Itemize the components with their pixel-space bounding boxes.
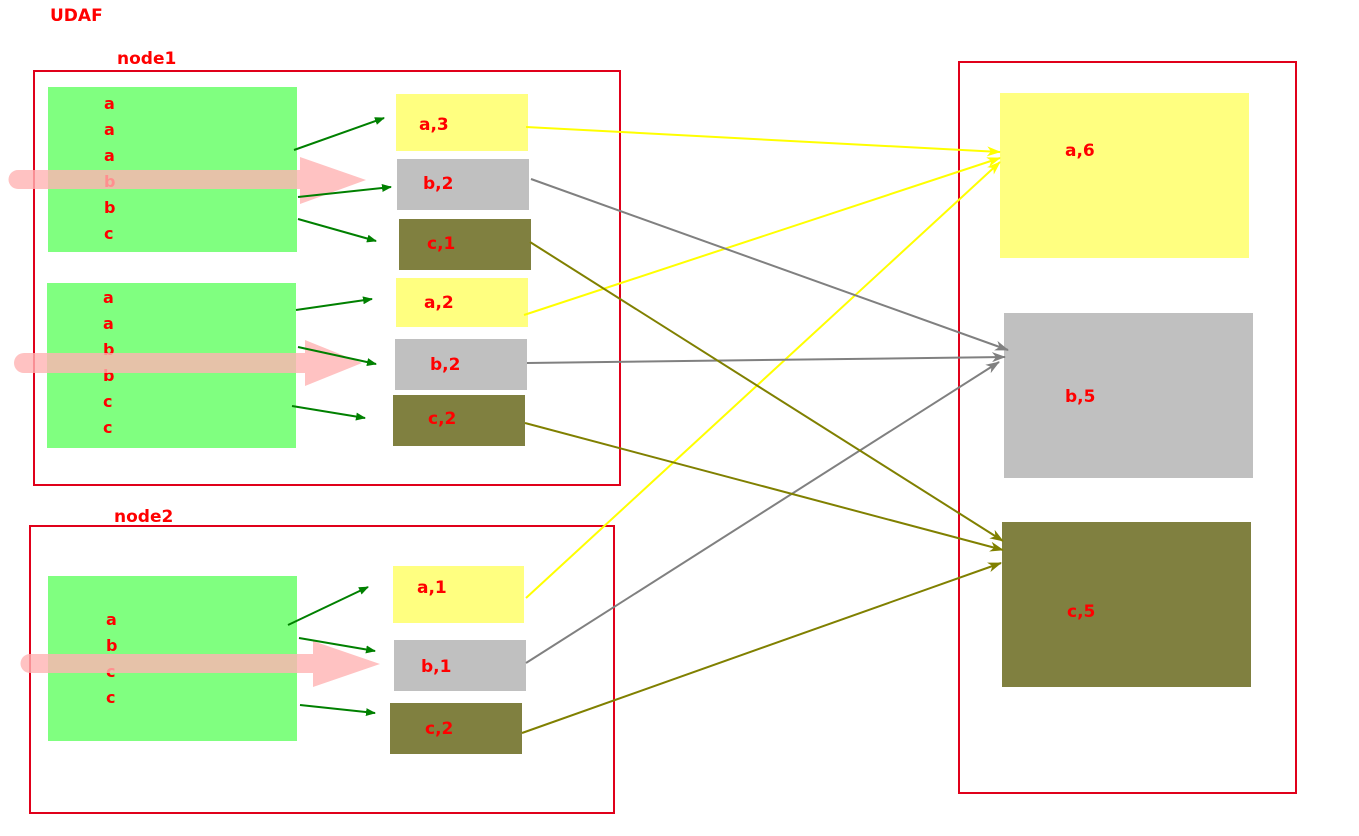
map-arrow	[293, 117, 385, 151]
node1-frame	[33, 70, 621, 486]
node1-input-2-items: a a b b c c	[103, 288, 114, 437]
result-frame	[958, 61, 1297, 794]
merge-arrow	[525, 161, 1001, 599]
partial-box-a	[393, 566, 524, 623]
input-item: c	[103, 418, 112, 437]
merge-arrow	[525, 126, 1001, 157]
merge-arrow	[530, 178, 1009, 351]
input-item: a	[104, 94, 115, 113]
flow-arrow-node2	[20, 641, 381, 687]
merge-arrow	[526, 352, 1006, 364]
map-arrow	[298, 637, 376, 654]
merge-arrows-c	[521, 241, 1004, 734]
merge-arrow	[524, 422, 1004, 552]
input-item: c	[103, 392, 112, 411]
result-label: a,6	[1065, 141, 1095, 161]
map-arrow	[287, 586, 369, 626]
input-item: b	[104, 198, 115, 217]
result-box-b	[1004, 313, 1253, 478]
diagram-title: UDAF	[50, 6, 103, 26]
partial-box-a	[396, 278, 528, 327]
merge-arrow	[523, 157, 1001, 316]
input-item: b	[103, 340, 114, 359]
input-item: a	[103, 314, 114, 333]
partial-box-c	[390, 703, 522, 754]
input-item: c	[104, 224, 113, 243]
partial-label: b,2	[423, 174, 453, 194]
merge-arrows-b	[525, 178, 1009, 664]
partial-label: a,2	[424, 293, 454, 313]
map-arrow	[299, 704, 376, 717]
input-item: c	[106, 688, 115, 707]
input-item: a	[103, 288, 114, 307]
merge-arrow	[529, 241, 1004, 542]
map-arrow	[297, 346, 377, 366]
partial-box-a	[396, 94, 528, 151]
merge-arrow	[525, 361, 1000, 664]
input-item: a	[106, 610, 117, 629]
map-arrow	[295, 296, 373, 311]
result-label: b,5	[1065, 387, 1095, 407]
map-arrow	[297, 183, 392, 198]
partial-box-c	[399, 219, 531, 270]
partial-box-b	[397, 159, 529, 210]
partial-label: a,1	[417, 578, 447, 598]
flow-arrow-node1-2	[14, 340, 362, 386]
partial-box-c	[393, 395, 525, 446]
partial-label: c,2	[428, 409, 456, 429]
partial-label: b,2	[430, 355, 460, 375]
input-item: a	[104, 146, 115, 165]
result-box-c	[1002, 522, 1251, 687]
partial-label: a,3	[419, 115, 449, 135]
node1-input-block-1	[48, 87, 297, 252]
input-item: a	[104, 120, 115, 139]
partial-label: c,1	[427, 234, 455, 254]
input-item: b	[103, 366, 114, 385]
map-arrow	[297, 218, 377, 243]
flow-arrow-node1-1	[8, 157, 366, 204]
partial-label: b,1	[421, 657, 451, 677]
map-arrows	[287, 117, 392, 717]
partial-box-b	[394, 640, 526, 691]
partial-label: c,2	[425, 719, 453, 739]
result-box-a	[1000, 93, 1249, 258]
map-arrow	[291, 405, 366, 421]
node2-label: node2	[114, 507, 173, 527]
partial-box-b	[395, 339, 527, 390]
merge-arrow	[521, 562, 1002, 734]
node1-label: node1	[117, 49, 176, 69]
input-item: b	[106, 636, 117, 655]
result-label: c,5	[1067, 602, 1095, 622]
